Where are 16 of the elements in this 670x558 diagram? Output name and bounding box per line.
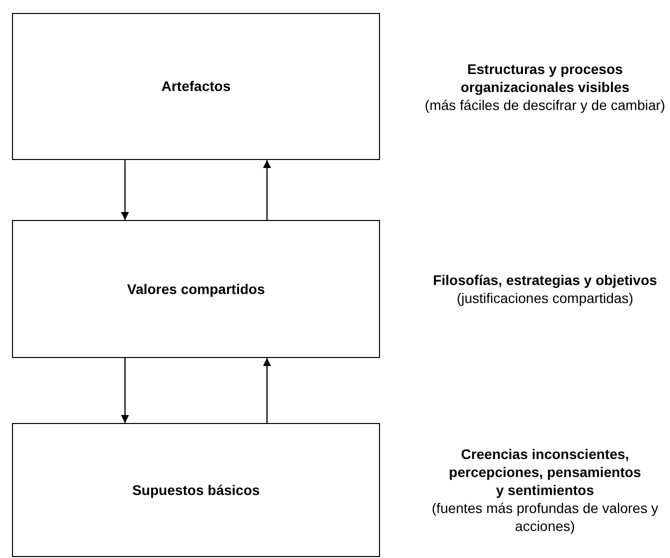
level-note: (más fáciles de descifrar y de cambiar) xyxy=(424,96,666,114)
level-box xyxy=(12,220,380,358)
level-title: Supuestos básicos xyxy=(132,480,260,500)
level-box xyxy=(12,423,380,557)
level-note: (justificaciones compartidas) xyxy=(456,289,634,307)
arrow xyxy=(121,160,129,220)
level-description: Creencias inconscientes, percepciones, pensamientos y sentimientos xyxy=(448,445,642,499)
arrow xyxy=(263,160,271,220)
level-description: Filosofías, estrategias y objetivos xyxy=(432,271,658,289)
level-description: Estructuras y procesos organizacionales visibles xyxy=(460,60,630,96)
level-title: Valores compartidos xyxy=(127,280,265,299)
arrow xyxy=(121,358,129,423)
arrow xyxy=(263,358,271,423)
level-note: (fuentes más profundas de valores y acciones) xyxy=(430,499,660,535)
level-box xyxy=(12,13,380,160)
level-title: Artefactos xyxy=(161,77,231,96)
